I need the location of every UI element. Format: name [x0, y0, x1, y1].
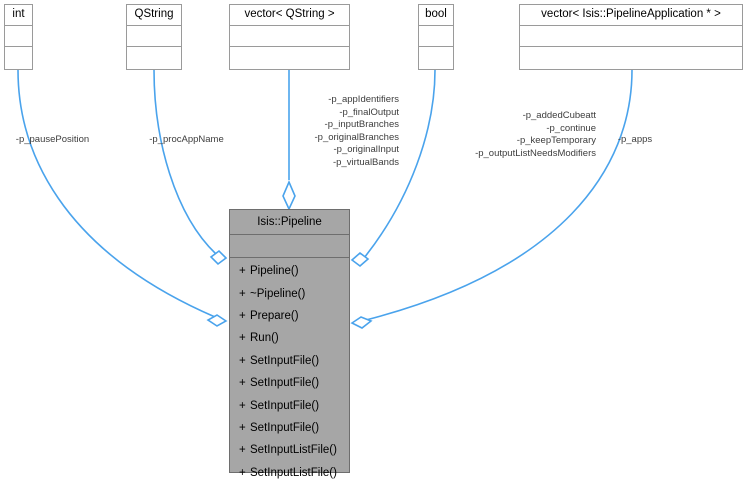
- visibility-marker: +: [239, 399, 246, 412]
- operation-label: SetInputFile(): [250, 421, 320, 434]
- visibility-marker: +: [239, 466, 246, 479]
- edge-label-line: -p_finalOutput: [339, 106, 399, 118]
- diamond-bool: [350, 251, 370, 268]
- type-box-title: QString: [127, 5, 181, 26]
- type-box-attrs: [5, 26, 32, 47]
- edge-label-line: -p_originalBranches: [314, 131, 400, 143]
- type-box-vector-qstring[interactable]: vector< QString >: [229, 4, 350, 70]
- diamond-vector-apps: [350, 316, 373, 329]
- edge-label-line: -p_originalInput: [333, 144, 400, 156]
- type-box-ops: [127, 47, 181, 68]
- diamond-qstring: [209, 249, 228, 266]
- class-operation[interactable]: + Run(): [230, 327, 349, 349]
- diamond-vector-qstring: [282, 179, 296, 211]
- operation-label: Prepare(): [250, 309, 299, 322]
- edge-label-qstring: -p_procAppName: [130, 134, 243, 147]
- type-box-ops: [520, 47, 742, 68]
- class-operation[interactable]: + SetInputFile(): [230, 417, 349, 439]
- edge-label-line: -p_virtualBands: [332, 156, 399, 168]
- visibility-marker: +: [239, 287, 246, 300]
- operation-label: SetInputListFile(): [250, 466, 337, 479]
- operation-label: Pipeline(): [250, 265, 299, 278]
- edge-label-line: -p_procAppName: [149, 134, 224, 145]
- class-operation[interactable]: + SetInputFile(): [230, 394, 349, 416]
- type-box-vector-pipelineapplication[interactable]: vector< Isis::PipelineApplication * >: [519, 4, 743, 70]
- type-box-qstring[interactable]: QString: [126, 4, 182, 70]
- edge-label-line: -p_addedCubeatt: [522, 110, 596, 121]
- type-box-title: bool: [419, 5, 453, 26]
- class-operation[interactable]: + SetInputFile(): [230, 350, 349, 372]
- diamond-int: [206, 314, 228, 327]
- edge-label-line: -p_inputBranches: [324, 119, 399, 131]
- operation-label: ~Pipeline(): [250, 287, 306, 300]
- type-box-attrs: [520, 26, 742, 47]
- type-box-attrs: [127, 26, 181, 47]
- edge-label-int: -p_pausePosition: [0, 134, 105, 147]
- type-box-ops: [419, 47, 453, 68]
- operation-label: SetInputFile(): [250, 354, 320, 367]
- edge-label-line: -p_continue: [546, 122, 596, 134]
- operation-label: SetInputFile(): [250, 377, 320, 390]
- type-box-bool[interactable]: bool: [418, 4, 454, 70]
- edge-label-line: -p_pausePosition: [15, 134, 90, 145]
- type-box-title: vector< Isis::PipelineApplication * >: [520, 5, 742, 26]
- visibility-marker: +: [239, 309, 246, 322]
- type-box-ops: [5, 47, 32, 68]
- edge-label-apps: -p_apps: [603, 134, 667, 147]
- type-box-attrs: [419, 26, 453, 47]
- edge-label-line: -p_apps: [617, 134, 653, 145]
- visibility-marker: +: [239, 265, 246, 278]
- class-operation[interactable]: + ~Pipeline(): [230, 282, 349, 304]
- type-box-title: int: [5, 5, 32, 26]
- visibility-marker: +: [239, 354, 246, 367]
- type-box-attrs: [230, 26, 349, 47]
- operation-label: Run(): [250, 332, 279, 345]
- class-box-isis-pipeline[interactable]: Isis::Pipeline + Pipeline() + ~Pipeline(…: [229, 209, 350, 479]
- edge-label-line: -p_keepTemporary: [516, 135, 596, 147]
- visibility-marker: +: [239, 421, 246, 434]
- edge-int: [17, 69, 216, 318]
- class-attributes-compartment: [230, 235, 349, 258]
- edge-label-line: -p_appIdentifiers: [328, 94, 399, 105]
- class-operation[interactable]: + SetInputListFile(): [230, 439, 349, 461]
- class-title: Isis::Pipeline: [230, 210, 349, 235]
- type-box-int[interactable]: int: [4, 4, 33, 70]
- operation-label: SetInputListFile(): [250, 444, 337, 457]
- visibility-marker: +: [239, 332, 246, 345]
- type-box-title: vector< QString >: [230, 5, 349, 26]
- operation-label: SetInputFile(): [250, 399, 320, 412]
- visibility-marker: +: [239, 377, 246, 390]
- edge-label-bool: -p_addedCubeatt -p_continue -p_keepTempo…: [400, 110, 596, 160]
- visibility-marker: +: [239, 444, 246, 457]
- class-operation[interactable]: + Pipeline(): [230, 260, 349, 282]
- type-box-ops: [230, 47, 349, 68]
- edge-label-line: -p_outputListNeedsModifiers: [475, 147, 596, 159]
- edge-label-vector-qstring: -p_appIdentifiers -p_finalOutput -p_inpu…: [193, 94, 400, 170]
- class-operation[interactable]: + SetInputListFile(): [230, 462, 349, 479]
- class-operation[interactable]: + SetInputFile(): [230, 372, 349, 394]
- class-operation[interactable]: + Prepare(): [230, 305, 349, 327]
- class-operations-compartment: + Pipeline() + ~Pipeline() + Prepare() +…: [230, 258, 349, 479]
- edge-vector-apps: [365, 69, 633, 321]
